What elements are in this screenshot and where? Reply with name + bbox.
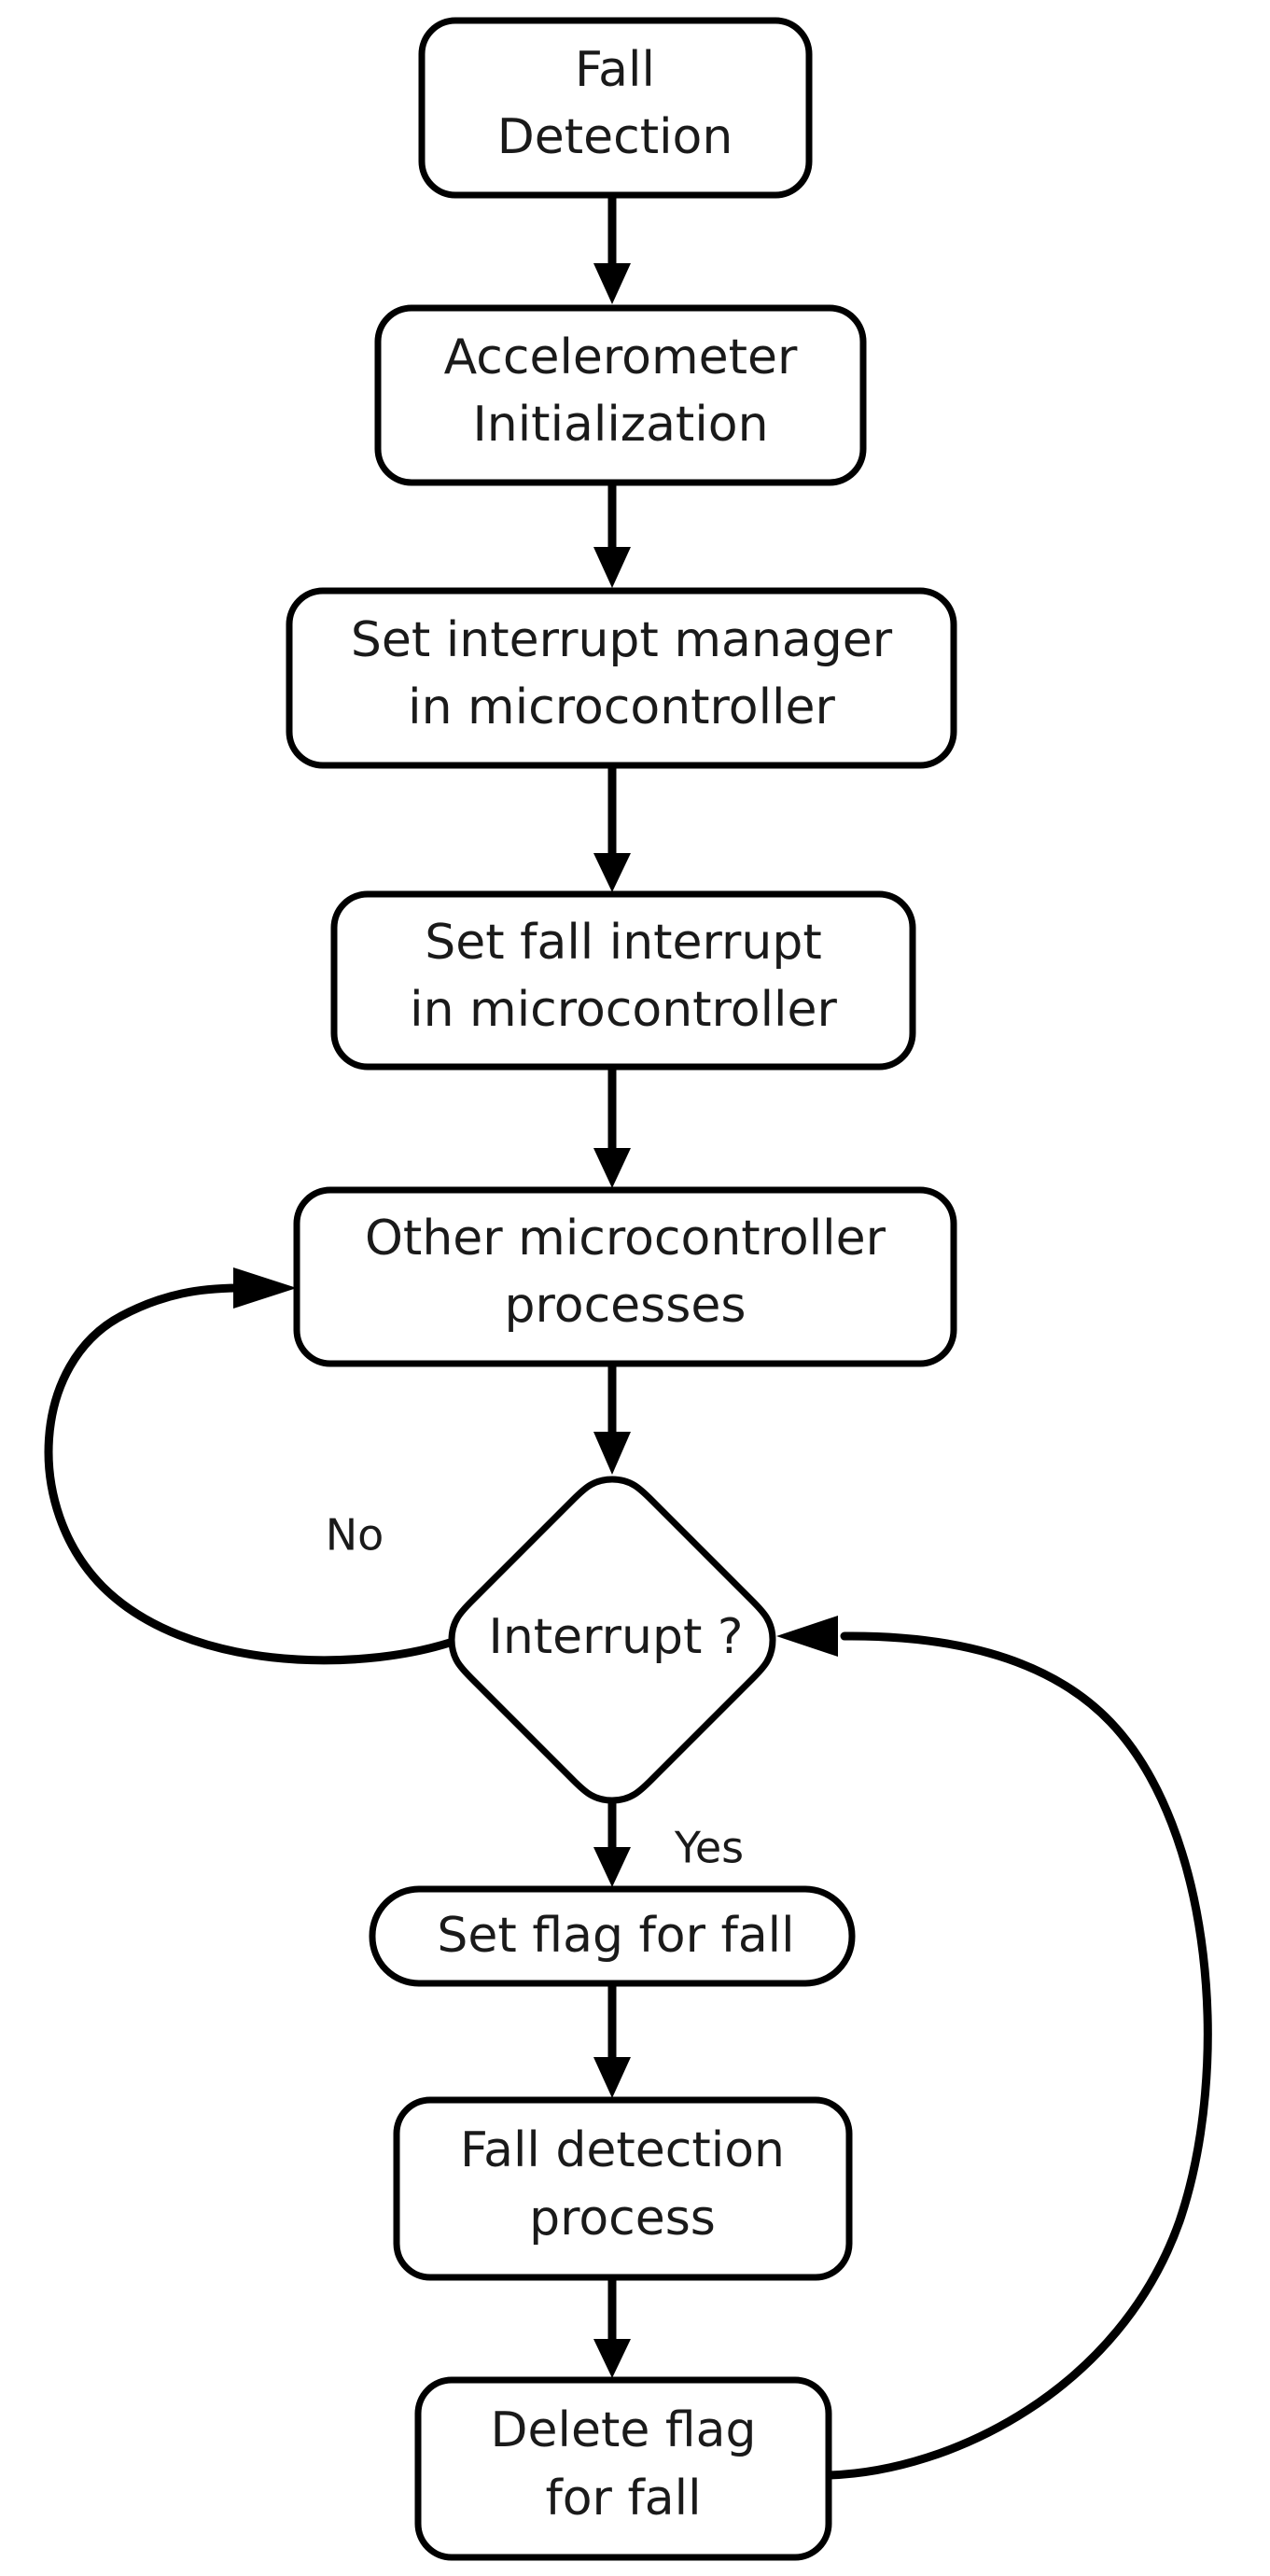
node-label-line-1: Delete flag (490, 2402, 756, 2458)
node-set-fall-interrupt[interactable]: Set fall interrupt in microcontroller (330, 890, 916, 1071)
edge-accel-to-intmgr (593, 482, 631, 588)
edge-yes (593, 1799, 631, 1887)
arrowhead-icon (776, 1616, 838, 1657)
return-loop-path (824, 1631, 1212, 2480)
node-fall-detection-process[interactable]: Fall detection process (393, 2096, 853, 2281)
node-label-line-2: processes (505, 1278, 747, 1334)
edge-setflag-to-falldetect (593, 1983, 631, 2098)
node-label-line-1: Set fall interrupt (425, 915, 822, 971)
node-label-line-2: process (529, 2191, 716, 2247)
node-shape-diamond (448, 1476, 776, 1804)
node-label-line-1: Other microcontroller (365, 1211, 886, 1267)
arrowhead-icon (593, 1432, 631, 1475)
node-fall-detection-start[interactable]: Fall Detection (418, 17, 813, 199)
node-shape-rounded-rect (286, 587, 957, 769)
arrowhead-icon (593, 1148, 631, 1188)
node-shape-rounded-rect (330, 890, 916, 1071)
node-interrupt-decision[interactable]: Interrupt ? (448, 1476, 776, 1804)
node-label: Set flag for fall (437, 1908, 794, 1964)
node-label-line-2: Initialization (472, 397, 768, 453)
node-label-line-2: for fall (545, 2471, 701, 2527)
arrowhead-icon (593, 547, 631, 588)
arrowhead-icon (593, 853, 631, 892)
node-label-line-1: Accelerometer (444, 329, 798, 385)
node-shape-rounded-rect (393, 2096, 853, 2281)
node-shape-rounded-rect (293, 1186, 957, 1367)
edge-fallint-to-other (593, 1066, 631, 1188)
arrowhead-icon (593, 263, 631, 304)
no-loop-path (44, 1283, 454, 1665)
node-set-flag-for-fall[interactable]: Set flag for fall (369, 1885, 856, 1987)
arrowhead-icon (593, 1847, 631, 1887)
node-shape-pill (369, 1885, 856, 1987)
edge-intmgr-to-fallint (593, 765, 631, 892)
edge-falldetect-to-deleteflag (593, 2277, 631, 2378)
edge-label-yes: Yes (674, 1823, 744, 1873)
node-set-interrupt-manager[interactable]: Set interrupt manager in microcontroller (286, 587, 957, 769)
node-label-line-1: Set interrupt manager (351, 612, 893, 668)
arrowhead-icon (593, 2339, 631, 2378)
node-label-line-2: Detection (497, 109, 733, 165)
edge-start-to-accel (593, 195, 631, 304)
node-label-line-1: Fall (575, 42, 655, 98)
edge-label-no: No (326, 1510, 384, 1561)
node-label-line-2: in microcontroller (408, 679, 835, 735)
node-other-microcontroller-processes[interactable]: Other microcontroller processes (293, 1186, 957, 1367)
node-label-line-2: in microcontroller (410, 982, 837, 1038)
node-shape-rounded-rect (418, 17, 813, 199)
node-delete-flag-for-fall[interactable]: Delete flag for fall (414, 2376, 832, 2561)
node-label: Interrupt ? (489, 1609, 744, 1665)
edge-return-loop (776, 1616, 1212, 2480)
arrowhead-icon (593, 2057, 631, 2098)
node-shape-rounded-rect (374, 304, 867, 486)
edge-no-loop (44, 1267, 454, 1665)
edge-other-to-decision (593, 1363, 631, 1475)
node-label-line-1: Fall detection (460, 2122, 785, 2178)
node-shape-rounded-rect (414, 2376, 832, 2561)
arrowhead-icon (233, 1267, 297, 1309)
node-accelerometer-initialization[interactable]: Accelerometer Initialization (374, 304, 867, 486)
